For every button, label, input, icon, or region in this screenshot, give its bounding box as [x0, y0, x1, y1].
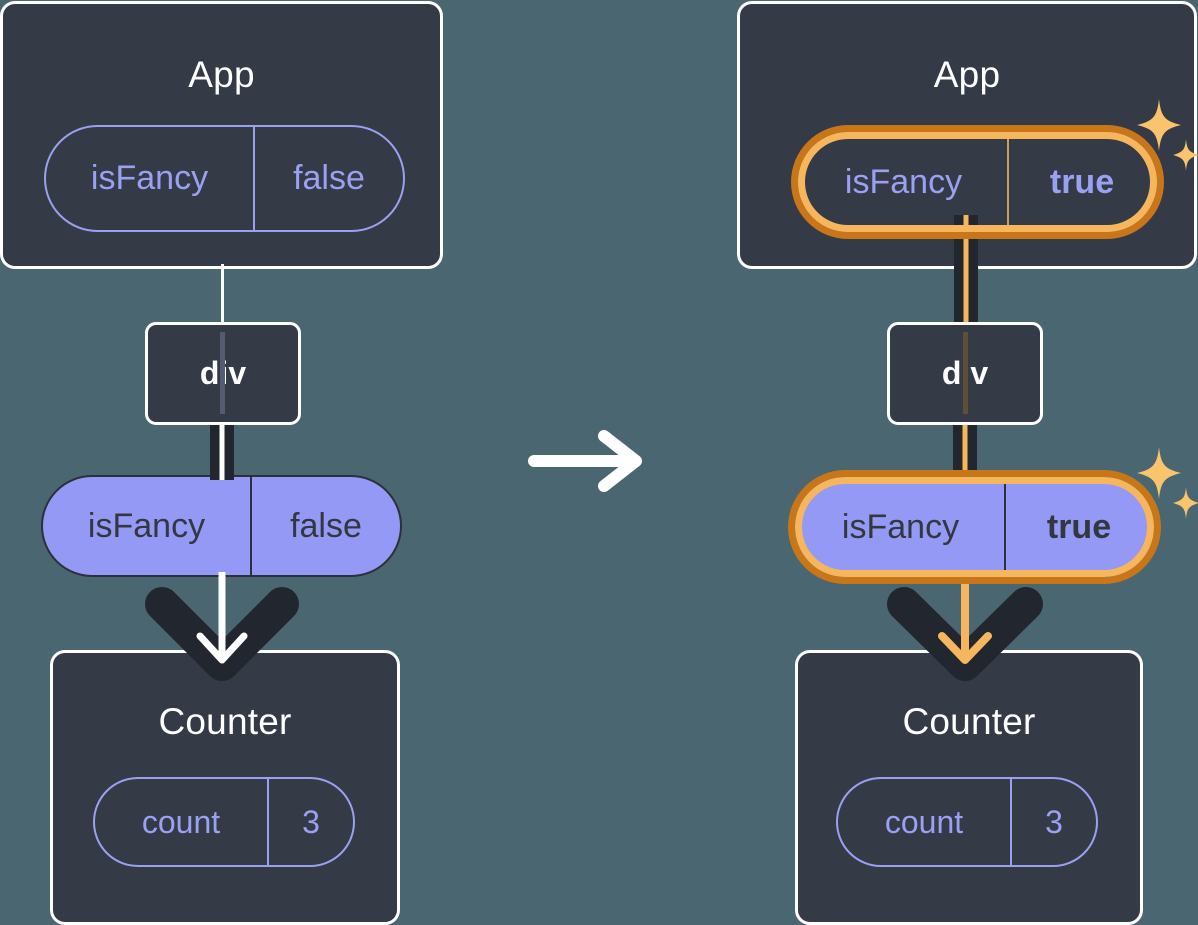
prop-pill-key-right: isFancy	[841, 507, 960, 546]
counter-card-title-right: Counter	[902, 701, 1036, 742]
conduit-through-div-left	[220, 332, 225, 414]
prop-pill-value-right: true	[1004, 479, 1152, 575]
conduit-through-div-right	[963, 332, 968, 414]
app-card-title-left: App	[188, 54, 255, 95]
connector-core-left	[219, 422, 225, 480]
state-pill-count-right: count 3	[836, 777, 1098, 867]
prop-pill-key-left: isFancy	[87, 506, 206, 545]
state-pill-value-left: false	[253, 127, 403, 230]
prop-pill-value-left: false	[250, 477, 400, 575]
connector-core-app-div-right	[963, 215, 969, 327]
counter-component-card-right: Counter count 3	[795, 650, 1143, 925]
app-card-title-right: App	[933, 54, 1001, 95]
prop-pill-isfancy-right: isFancy true	[795, 477, 1154, 577]
counter-component-card-left: Counter count 3	[50, 650, 400, 925]
state-pill-count-value-left: 3	[267, 779, 353, 865]
connector-core-div-prop-right	[962, 422, 968, 480]
state-pill-count-key-right: count	[884, 803, 964, 840]
prop-flow-arrow-left	[140, 572, 310, 682]
connector-div-to-prop-left	[210, 422, 234, 480]
state-pill-count-key-left: count	[141, 803, 221, 840]
state-pill-key-left: isFancy	[90, 159, 209, 197]
transition-arrow	[528, 428, 648, 494]
state-pill-isfancy-left: isFancy false	[44, 125, 405, 232]
app-component-card-left: App isFancy false	[0, 1, 443, 269]
sparkle-group-app-right	[1137, 95, 1198, 180]
state-pill-count-value-right: 3	[1010, 779, 1096, 865]
connector-app-to-div-right	[954, 215, 978, 327]
connector-app-to-div-left	[221, 264, 224, 326]
state-pill-count-left: count 3	[93, 777, 355, 867]
prop-flow-arrow-right	[880, 572, 1055, 682]
prop-pill-isfancy-left: isFancy false	[41, 475, 402, 577]
counter-card-title-left: Counter	[158, 701, 292, 742]
state-pill-key-right: isFancy	[844, 162, 963, 201]
state-pill-value-right: true	[1007, 134, 1155, 230]
connector-div-to-prop-right	[953, 422, 977, 480]
sparkle-group-prop-right	[1137, 443, 1198, 528]
